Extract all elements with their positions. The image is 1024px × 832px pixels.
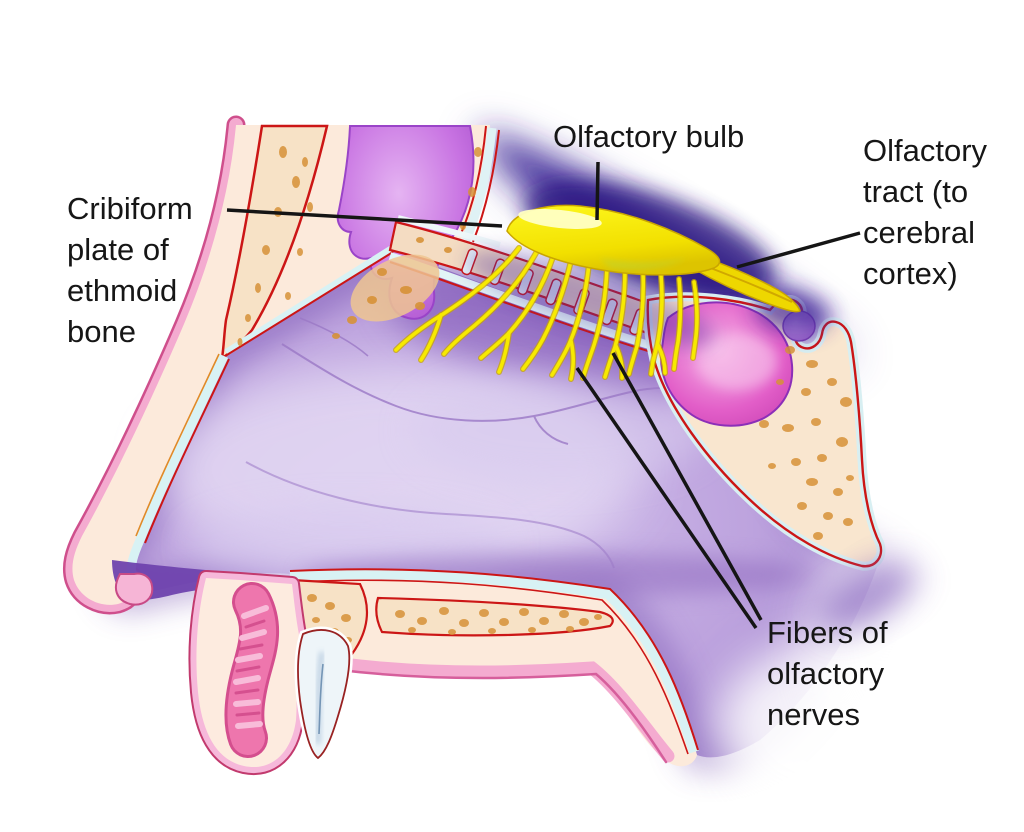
label-olfactory-bulb: Olfactory bulb [553,119,745,154]
frontal-dura-lining [461,127,497,242]
muscle-striations [233,605,269,729]
leader-cribiform-plate [226,208,503,228]
nostril-rim [114,572,154,606]
septal-cartilage-strip [126,353,230,576]
leader-lines [226,161,861,629]
ethmoid-trabecular-patch [332,237,452,339]
leader-olfactory-bulb [595,161,600,221]
label-cribiform-plate: Cribiform plate of ethmoid bone [67,191,193,349]
leader-fibers-1 [575,367,758,629]
label-olfactory-tract: Olfactory tract (to cerebral cortex) [863,133,988,291]
bulb-highlight [518,209,602,229]
olfactory-system [396,204,801,379]
leader-fibers-2 [611,352,763,621]
sphenoid-trabeculae [759,346,854,540]
hard-palate-bone [375,596,614,637]
label-fibers-of-olfactory-nerves: Fibers of olfactory nerves [767,615,888,732]
sphenoid-bone [643,291,918,631]
incisor-tooth [294,626,353,763]
frontal-trabeculae [237,146,482,346]
leader-olfactory-tract [736,231,861,269]
palate-trabeculae [306,594,602,643]
upper-lip [188,570,308,776]
palate-skin-pink [335,657,675,763]
palate-mucosa-lining [289,569,699,754]
